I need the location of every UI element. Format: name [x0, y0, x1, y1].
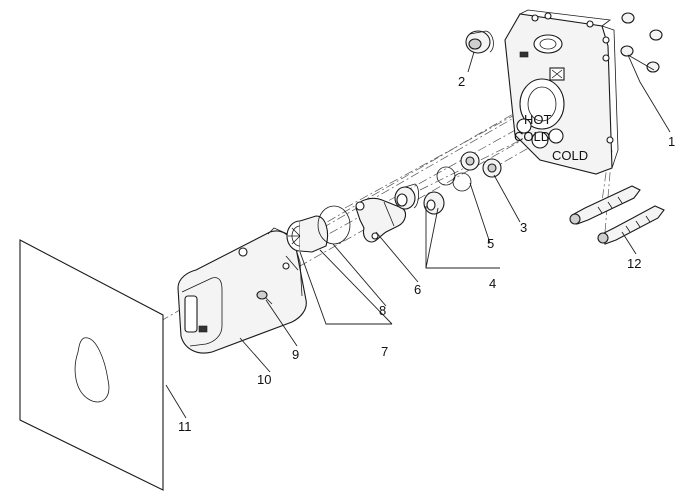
plug-cap-part-2: [465, 30, 494, 54]
callout-4: 4: [489, 276, 496, 291]
callout-9: 9: [292, 347, 299, 362]
callout-11: 11: [178, 419, 192, 434]
callout-6: 6: [414, 282, 421, 297]
bracket-part-6: [355, 197, 407, 243]
valve-insert-part-4: [423, 166, 456, 215]
callout-3: 3: [520, 220, 527, 235]
callout-labels: 1 2 3 4 5 6 7 8 9 10 11 12: [178, 74, 675, 434]
housing-mark-hot: HOT: [524, 112, 552, 127]
mounting-nuts-part-1: [620, 12, 663, 73]
callout-2: 2: [458, 74, 465, 89]
callout-10: 10: [257, 372, 271, 387]
leader-lines: [165, 51, 671, 419]
callout-7: 7: [381, 344, 388, 359]
callout-12: 12: [627, 256, 641, 271]
housing-part-1: COLD HOT COLD: [504, 9, 619, 175]
screw-part-9: [256, 290, 273, 305]
housing-mark-cold: COLD: [514, 129, 550, 144]
housing-mark-cold-2: COLD: [552, 148, 588, 163]
callout-5: 5: [487, 236, 494, 251]
wall-anchors-part-12: [569, 185, 665, 245]
twin-cartridges-part-3: [460, 151, 502, 178]
cartridge-part-7: [286, 215, 329, 253]
wall-plate-part-11: [19, 239, 164, 491]
callout-1: 1: [668, 134, 675, 149]
callout-8: 8: [379, 303, 386, 318]
o-ring-part-5: [452, 172, 472, 192]
valve-cap-part-6b: [394, 183, 420, 210]
handle-body-part-10: [177, 227, 307, 354]
o-ring-part-8: [317, 205, 351, 245]
